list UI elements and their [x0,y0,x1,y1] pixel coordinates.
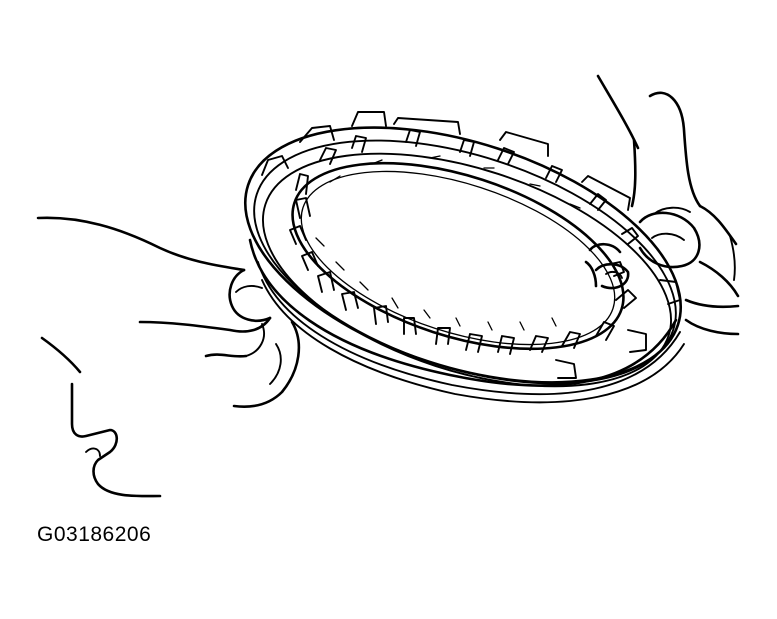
left-hand [36,216,301,498]
ring-outer-tabs [261,111,681,379]
ring-spring-fingers [315,155,581,331]
ring-outer-rim [243,126,683,388]
ring-inner-teeth [289,129,639,355]
right-hand [584,74,740,336]
ring-lower-band [248,238,685,404]
clutch-ring [243,111,685,404]
figure-code-label: G03186206 [37,523,152,546]
ring-inner-edge [291,161,625,351]
